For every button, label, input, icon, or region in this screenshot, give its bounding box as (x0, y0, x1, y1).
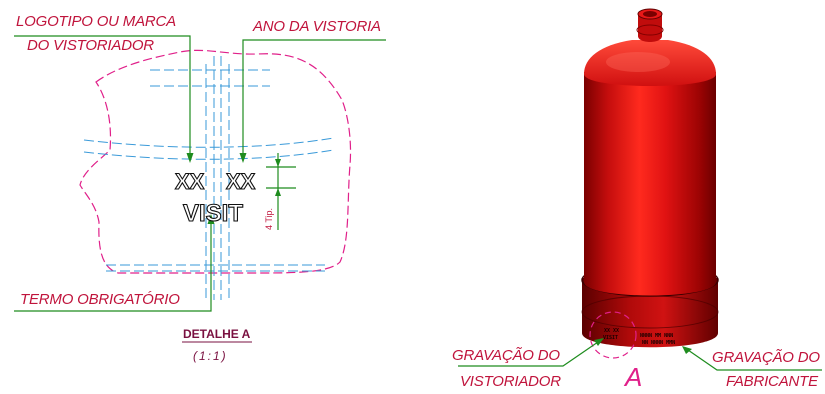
cylinder-neck (638, 14, 662, 42)
label-logo-line1: LOGOTIPO OU MARCA (16, 13, 176, 30)
svg-text:XX XX: XX XX (604, 328, 619, 334)
svg-text:VISIT: VISIT (603, 335, 618, 341)
engraving-visit: VISIT (183, 200, 243, 227)
label-inspector-line2: VISTORIADOR (460, 373, 561, 390)
cylinder-view: NNNN MM NNN NN NNNN MMN XX XX VISIT GRAV… (452, 8, 822, 392)
engraving-code-b: XX (226, 169, 256, 194)
svg-text:NN NNNN MMN: NN NNNN MMN (642, 340, 675, 346)
engraving-code-a: XX (175, 169, 205, 194)
detail-view: LOGOTIPO OU MARCA DO VISTORIADOR ANO DA … (14, 13, 386, 363)
detail-circle (589, 311, 637, 359)
base-band-line (581, 295, 719, 329)
cylinder-leaders (458, 338, 822, 371)
detail-title: DETALHE A (183, 327, 251, 341)
label-maker-line1: GRAVAÇÃO DO (712, 349, 820, 366)
detail-leaders (14, 35, 386, 312)
break-outline (79, 49, 352, 274)
detail-scale: (1:1) (193, 349, 228, 363)
dimension-text: 4 Tip. (264, 208, 274, 230)
hidden-lines (83, 56, 335, 300)
neck-hole (643, 11, 657, 17)
neck-ring (636, 24, 664, 36)
dome-highlight (606, 52, 670, 72)
detail-letter: A (623, 362, 642, 392)
label-inspector-line1: GRAVAÇÃO DO (452, 347, 560, 364)
cylinder-dome (584, 40, 716, 86)
label-logo-line2: DO VISTORIADOR (27, 37, 154, 54)
maker-engraving: NNNN MM NNN NN NNNN MMN XX XX VISIT (603, 328, 675, 346)
cylinder-body (584, 72, 716, 296)
label-maker-line2: FABRICANTE (726, 373, 819, 390)
label-term: TERMO OBRIGATÓRIO (20, 291, 180, 308)
label-year: ANO DA VISTORIA (252, 18, 381, 35)
svg-text:NNNN MM NNN: NNNN MM NNN (640, 333, 673, 339)
cylinder-base (582, 278, 718, 348)
